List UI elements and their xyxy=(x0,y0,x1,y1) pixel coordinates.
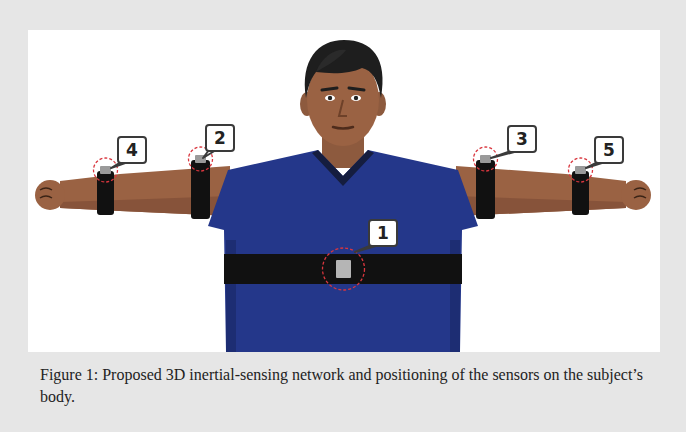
figure-panel xyxy=(28,30,660,352)
callout-number: 5 xyxy=(594,136,624,164)
callout-number: 4 xyxy=(117,136,147,164)
callout-tails xyxy=(111,150,605,252)
sensors xyxy=(100,155,586,278)
figure-caption: Figure 1: Proposed 3D inertial-sensing n… xyxy=(40,364,652,408)
callout-number: 1 xyxy=(368,219,398,247)
sensor-straps xyxy=(97,160,589,284)
subject-figure xyxy=(35,40,651,352)
callout-number: 2 xyxy=(205,124,235,152)
sensor-highlights xyxy=(94,147,593,290)
callout-number: 3 xyxy=(507,125,537,153)
